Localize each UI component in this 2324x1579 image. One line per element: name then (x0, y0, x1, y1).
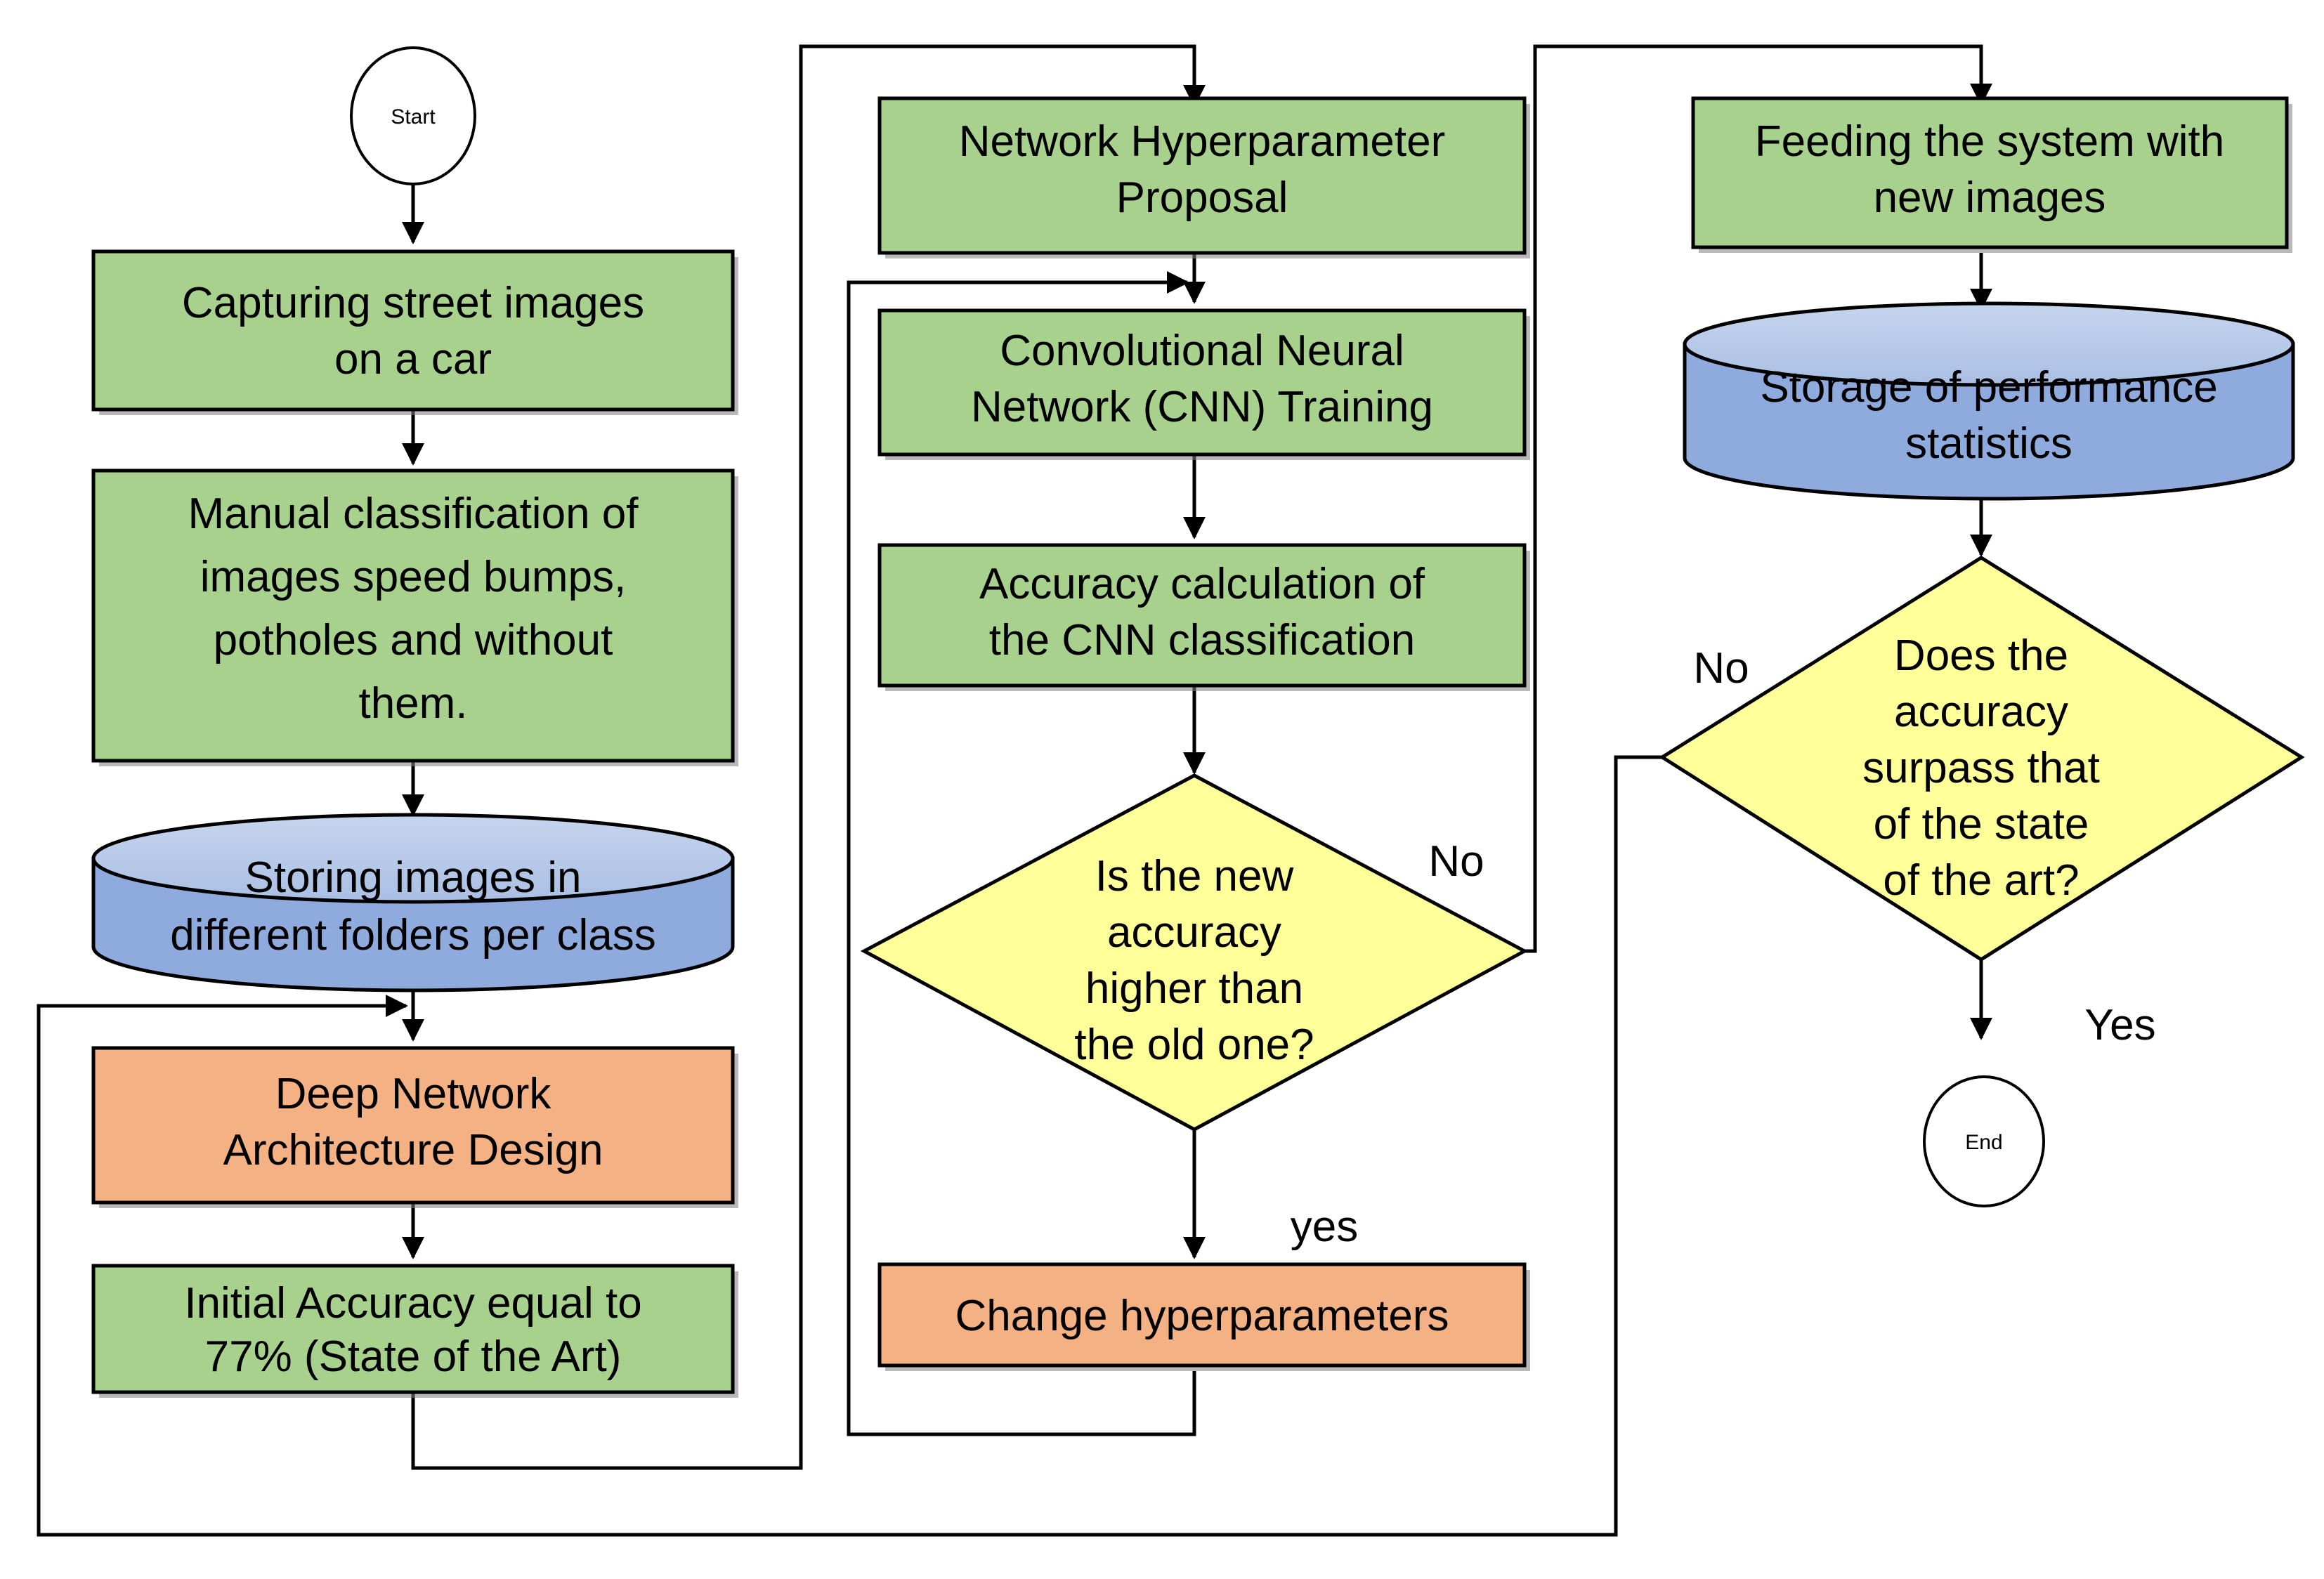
node-design-line2: Architecture Design (223, 1126, 603, 1174)
node-end-label: End (1965, 1131, 2002, 1154)
node-decision-accuracy-surpass-sota[interactable]: Does the accuracy surpass that of the st… (1659, 556, 2305, 962)
edge-decision1-no-to-feeding (1525, 44, 1993, 953)
node-start[interactable]: Start (350, 46, 476, 185)
edge-change-to-cnn-loop (847, 270, 1196, 1436)
node-cnn-line1: Convolutional Neural (1000, 327, 1404, 375)
node-storage-line1: Storage of performance (1760, 363, 2217, 412)
node-start-label: Start (391, 105, 436, 129)
edge-label-decision2-no: No (1693, 644, 1749, 693)
node-end[interactable]: End (1923, 1075, 2045, 1207)
node-decision2-line1: Does the (1894, 631, 2068, 680)
node-manual-line4: them. (358, 679, 467, 728)
node-storage-performance-statistics[interactable]: Storage of performance statistics (1683, 301, 2295, 501)
node-design-line1: Deep Network (275, 1070, 552, 1118)
node-accuracy-line1: Accuracy calculation of (979, 560, 1425, 608)
node-decision1-line1: Is the new (1095, 852, 1294, 900)
node-accuracy-line2: the CNN classification (989, 616, 1415, 664)
node-capturing-street-images[interactable]: Capturing street images on a car (91, 249, 738, 415)
node-decision2-line5: of the art? (1883, 856, 2079, 905)
node-decision2-line4: of the state (1874, 800, 2089, 849)
node-change-line1: Change hyperparameters (955, 1292, 1449, 1340)
node-initial-line1: Initial Accuracy equal to (184, 1279, 641, 1328)
node-initial-accuracy[interactable]: Initial Accuracy equal to 77% (State of … (91, 1264, 738, 1398)
node-storing-line2: different folders per class (170, 911, 656, 959)
node-decision-new-accuracy-higher[interactable]: Is the new accuracy higher than the old … (860, 773, 1529, 1132)
edge-decision2-no-to-design-loop (37, 755, 1662, 1537)
node-cnn-line2: Network (CNN) Training (971, 383, 1433, 431)
node-decision2-line2: accuracy (1894, 688, 2068, 736)
node-decision1-line2: accuracy (1107, 908, 1281, 957)
node-feeding-line2: new images (1874, 173, 2106, 222)
node-feeding-line1: Feeding the system with (1755, 117, 2225, 166)
node-hyper-line1: Network Hyperparameter (959, 117, 1446, 166)
node-cnn-training[interactable]: Convolutional Neural Network (CNN) Train… (877, 308, 1530, 460)
edge-label-decision1-no: No (1428, 837, 1484, 886)
node-accuracy-calculation[interactable]: Accuracy calculation of the CNN classifi… (877, 543, 1530, 691)
node-manual-classification[interactable]: Manual classification of images speed bu… (91, 469, 738, 766)
node-change-hyperparameters[interactable]: Change hyperparameters (877, 1262, 1530, 1371)
node-decision1-line3: higher than (1085, 964, 1303, 1013)
node-manual-line3: potholes and without (214, 616, 613, 664)
node-storing-images-database[interactable]: Storing images in different folders per … (91, 813, 735, 992)
node-initial-line2: 77% (State of the Art) (205, 1332, 622, 1381)
node-capturing-line1: Capturing street images (182, 279, 644, 327)
edge-label-decision1-yes: yes (1291, 1203, 1358, 1251)
node-feeding-system-new-images[interactable]: Feeding the system with new images (1691, 96, 2292, 253)
node-network-hyperparameter-proposal[interactable]: Network Hyperparameter Proposal (877, 96, 1530, 258)
edge-label-decision2-yes: Yes (2084, 1001, 2155, 1049)
node-storage-line2: statistics (1905, 419, 2072, 468)
node-manual-line1: Manual classification of (188, 490, 639, 538)
node-manual-line2: images speed bumps, (200, 553, 627, 601)
node-decision1-line4: the old one? (1074, 1021, 1314, 1069)
node-hyper-line2: Proposal (1116, 173, 1288, 222)
node-decision2-line3: surpass that (1862, 744, 2100, 792)
node-storing-line1: Storing images in (244, 853, 581, 902)
node-deep-network-architecture-design[interactable]: Deep Network Architecture Design (91, 1046, 738, 1208)
node-capturing-line2: on a car (334, 335, 492, 384)
edge-initial-to-hyperparameter (411, 44, 1206, 1470)
